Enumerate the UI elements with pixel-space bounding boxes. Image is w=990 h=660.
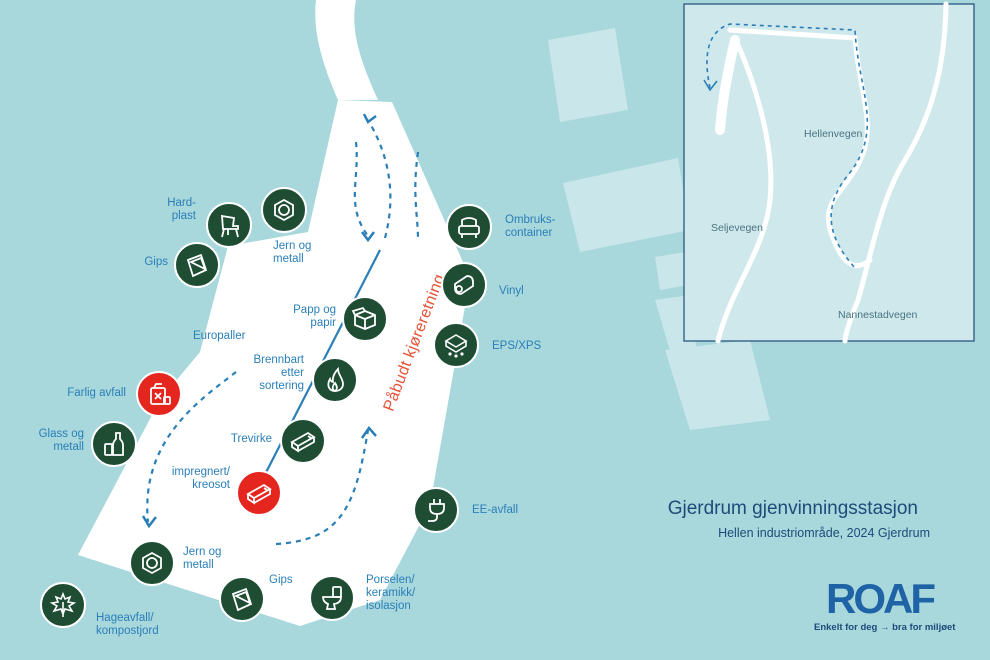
label-ombruk: Ombruks- container: [505, 214, 556, 239]
site-area: [78, 100, 470, 626]
label-jern-og-metall-2: Jern og metall: [183, 546, 222, 571]
inset-label-seljevegen: Seljevegen: [711, 222, 763, 234]
label-gips: Gips: [144, 256, 168, 268]
flame-icon[interactable]: [312, 357, 358, 403]
building: [548, 28, 628, 122]
cardboard-box-icon[interactable]: [342, 296, 388, 342]
logo-tagline: Enkelt for deg → bra for miljøet: [814, 622, 956, 633]
building: [563, 158, 690, 252]
eps-block-icon[interactable]: [433, 322, 479, 368]
armchair-icon[interactable]: [446, 204, 492, 250]
building: [665, 340, 770, 430]
arrowhead: [361, 231, 375, 243]
roaf-logo: ROAF: [826, 575, 936, 622]
buildings: [548, 28, 770, 430]
gypsum-board-icon[interactable]: [174, 242, 220, 288]
toilet-icon[interactable]: [309, 575, 355, 621]
hex-nut-icon[interactable]: [129, 540, 175, 586]
route-arrow-down: [353, 141, 369, 237]
impregnated-wood-icon[interactable]: [236, 470, 282, 516]
wood-plank-icon[interactable]: [280, 418, 326, 464]
chair-icon[interactable]: [206, 202, 252, 248]
label-vinyl: Vinyl: [499, 285, 524, 297]
label-farlig-avfall: Farlig avfall: [67, 387, 126, 399]
label-eps-xps: EPS/XPS: [492, 340, 542, 352]
route-arrow-west: [146, 371, 237, 523]
label-hardplast: Hard- plast: [167, 197, 196, 222]
route-arrow-right-lane: [414, 151, 420, 241]
label-papp-og-papir: Papp og papir: [293, 304, 336, 329]
page-title: Gjerdrum gjenvinningsstasjon: [667, 498, 918, 519]
bottles-icon[interactable]: [91, 421, 137, 467]
label-brennbart: Brennbart etter sortering: [253, 354, 304, 392]
inset-label-hellenvegen: Hellenvegen: [804, 128, 863, 140]
label-trevirke: Trevirke: [230, 433, 272, 445]
label-glass-og-metall: Glass og metall: [38, 428, 84, 453]
label-jern-og-metall: Jern og metall: [273, 240, 312, 265]
inset-label-nannestadvegen: Nannestadvegen: [838, 309, 918, 321]
hazard-canister-icon[interactable]: [136, 371, 182, 417]
leaf-icon[interactable]: [40, 582, 86, 628]
vinyl-roll-icon[interactable]: [441, 262, 487, 308]
label-porselen: Porselen/ keramikk/ isolasjon: [366, 574, 416, 612]
plug-icon[interactable]: [413, 487, 459, 533]
label-ee-avfall: EE-avfall: [472, 504, 519, 516]
arrowhead: [360, 425, 377, 439]
arrowhead: [141, 515, 157, 529]
route-arrow-up: [367, 119, 392, 239]
page-subtitle: Hellen industriområde, 2024 Gjerdrum: [718, 526, 930, 540]
label-hageavfall: Hageavfall/ kompostjord: [96, 612, 159, 637]
route-arrow-south: [275, 429, 370, 546]
building: [655, 252, 688, 290]
hex-nut-icon[interactable]: [261, 187, 307, 233]
label-europaller: Europaller: [193, 330, 246, 342]
label-gips-2: Gips: [269, 574, 293, 586]
label-impregnert: impregnert/ kreosot: [171, 466, 230, 491]
access-road: [315, 0, 378, 100]
arrowhead: [362, 113, 377, 124]
gypsum-board-icon[interactable]: [219, 576, 265, 622]
